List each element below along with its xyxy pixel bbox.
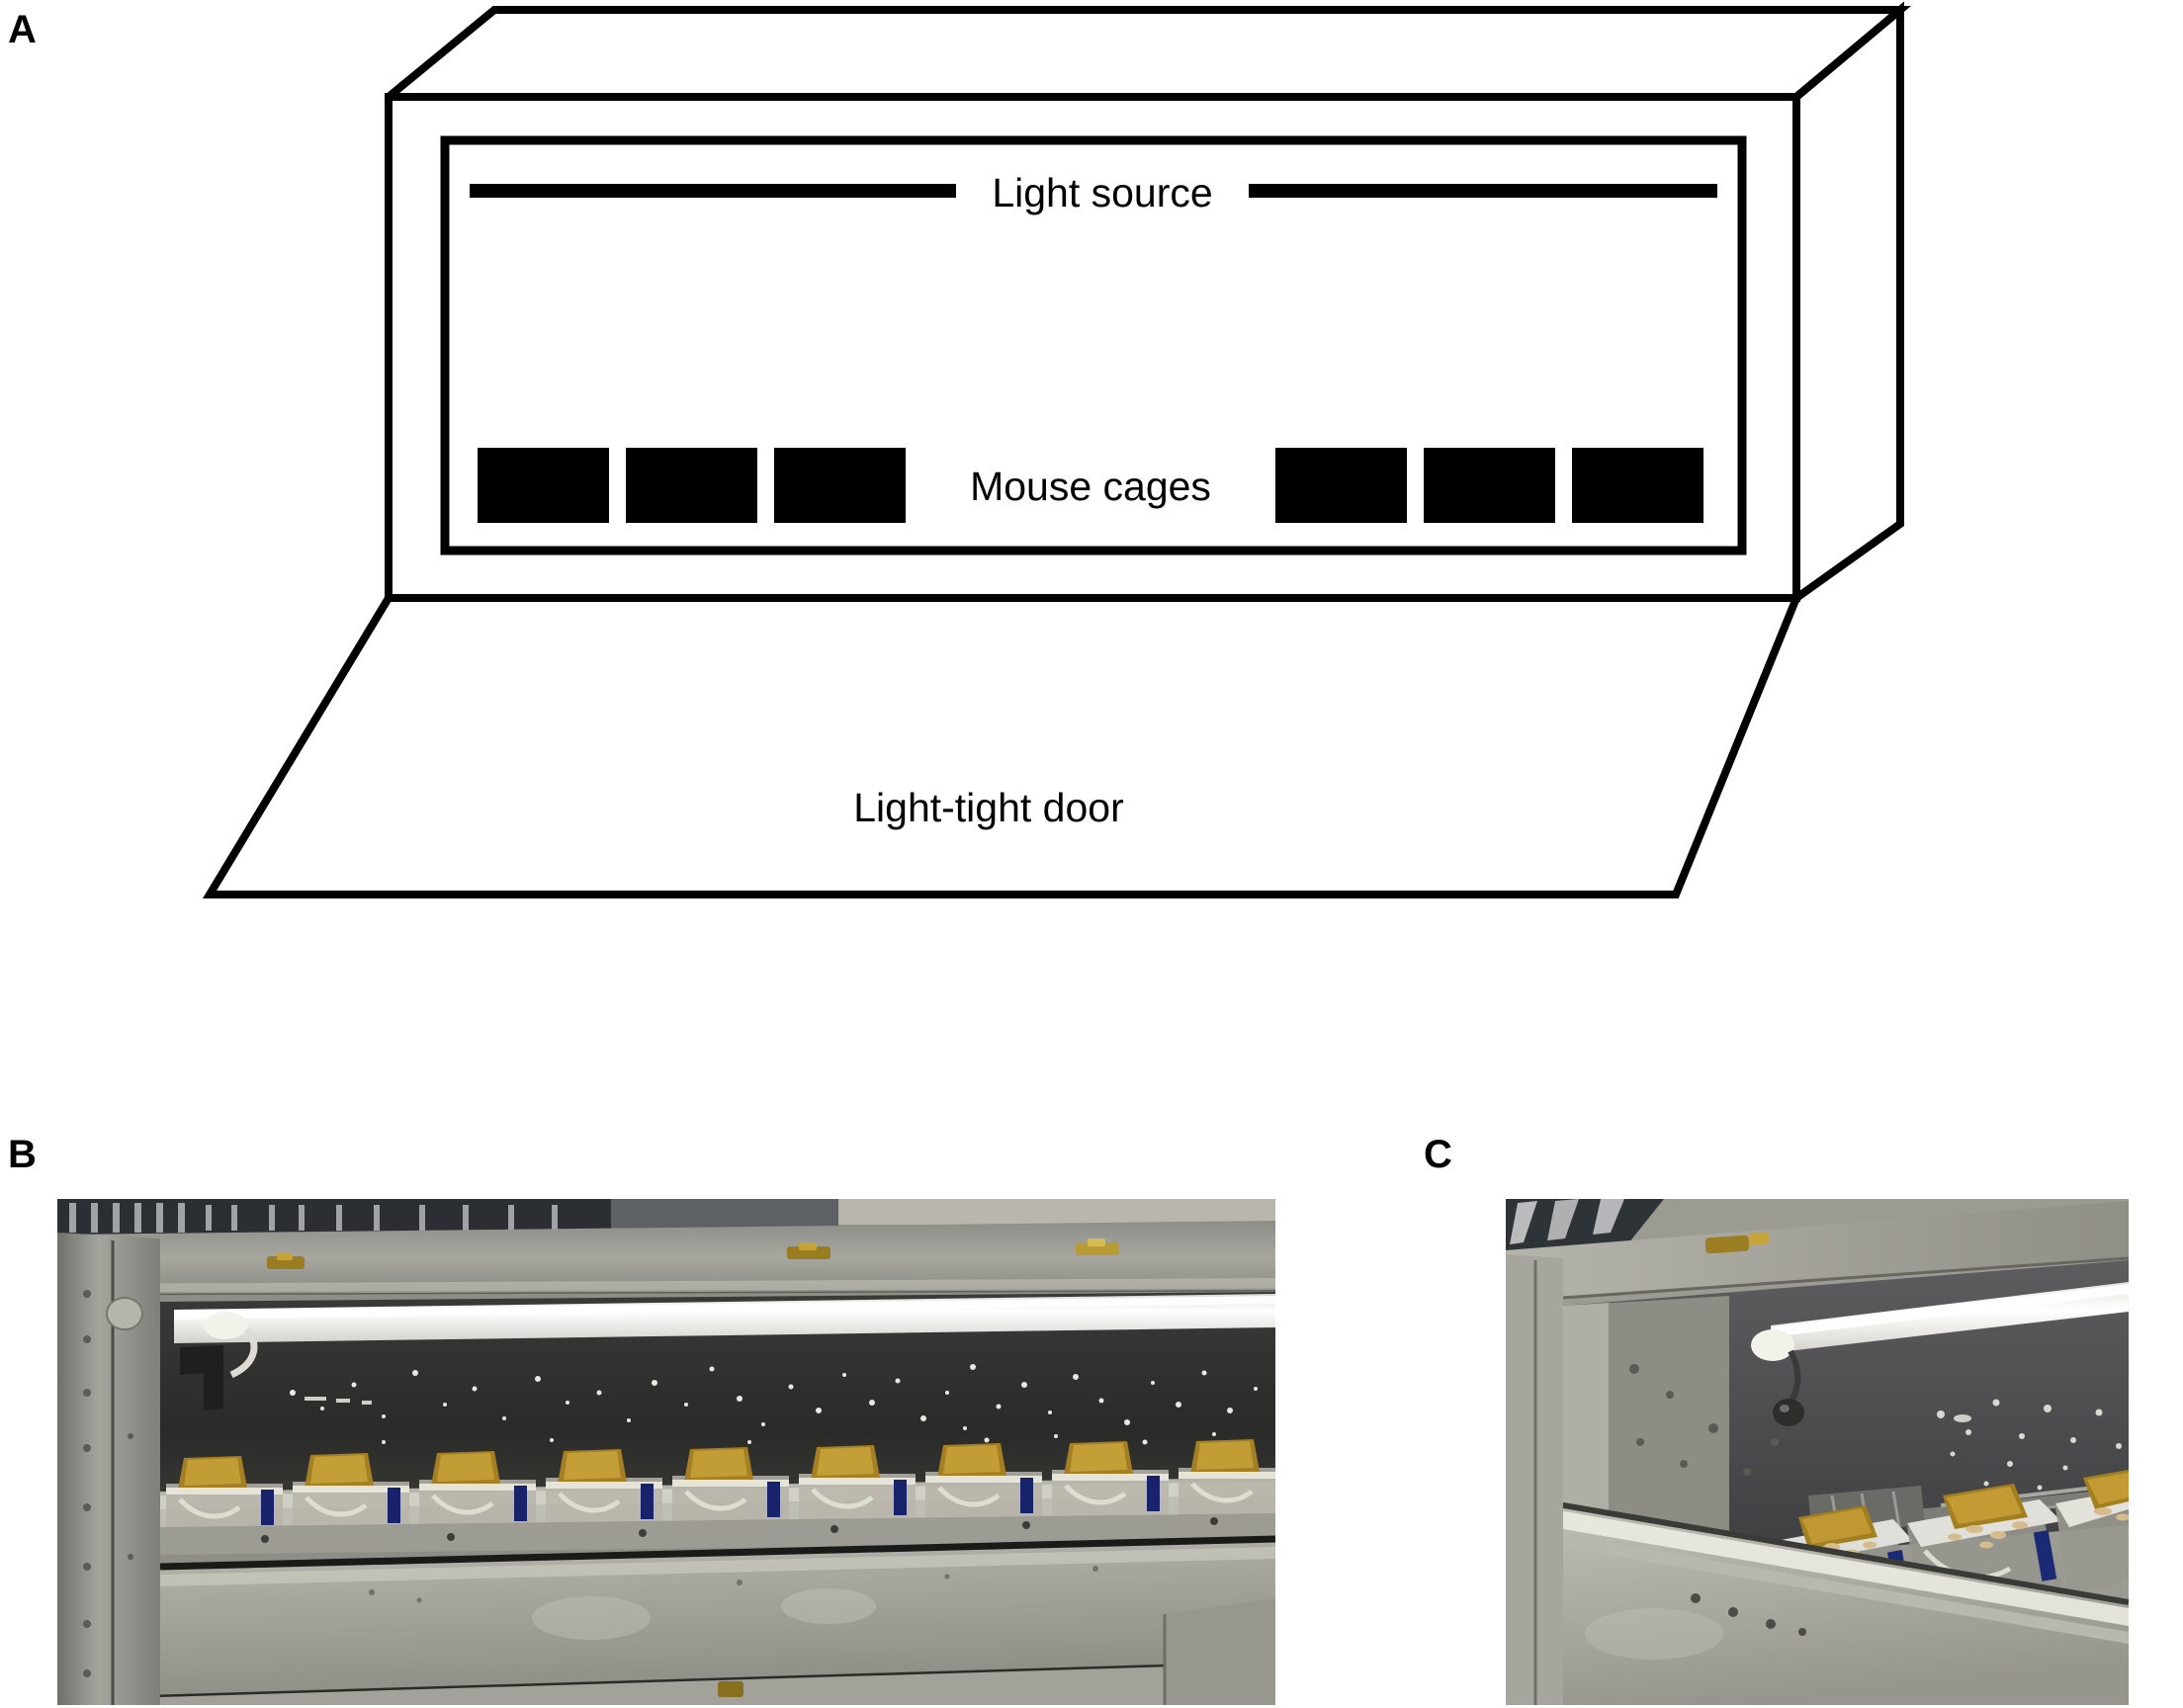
- wall-screw-holes: [1629, 1364, 1779, 1476]
- light-tight-door-outline: [202, 594, 1802, 898]
- latch-icon: [267, 1252, 305, 1269]
- cage-unit: [799, 1445, 916, 1525]
- panel-b-photograph: [57, 1199, 1275, 1705]
- panel-letter-b: B: [8, 1133, 37, 1176]
- light-tight-door-label: Light-tight door: [853, 785, 1124, 830]
- cage-rect: [1424, 448, 1555, 523]
- wall-speckles: [1937, 1399, 2122, 1491]
- door-screws: [1691, 1593, 1806, 1636]
- cage-group-right: [1275, 448, 1703, 523]
- cage-group-left: [478, 448, 906, 523]
- door-edge-dark: [1506, 1493, 2129, 1605]
- wall-marks: [305, 1397, 372, 1405]
- panel-a-schematic: Light source Mouse cages Light-tight doo…: [202, 1, 1911, 898]
- wall-speckles: [290, 1364, 1258, 1445]
- lamp-socket-and-cable: [1751, 1329, 1804, 1426]
- cabinet-top-rail: [1506, 1201, 2129, 1302]
- cage-unit: [925, 1443, 1042, 1523]
- door-glare: [532, 1596, 651, 1640]
- cage-unit: [546, 1449, 662, 1529]
- cage-unit: [419, 1451, 536, 1531]
- door-edge-band: [1506, 1525, 2129, 1644]
- door-glare: [1585, 1608, 1723, 1660]
- cabinet-top-rail: [57, 1221, 1275, 1294]
- rail-screws: [261, 1517, 1218, 1543]
- cage-unit: [2055, 1470, 2129, 1598]
- cage-rect: [1275, 448, 1407, 523]
- door-glare: [781, 1588, 876, 1624]
- background-shelving: [57, 1199, 1275, 1237]
- bedding: [1948, 1521, 2028, 1549]
- panel-c-photograph: [1506, 1199, 2129, 1705]
- door-marks: [369, 1566, 1098, 1603]
- lamp-highlight: [1771, 1284, 2129, 1337]
- lamp-socket-and-cable: [191, 1312, 258, 1383]
- cage-rect: [1572, 448, 1703, 523]
- post-grommet: [106, 1297, 143, 1330]
- top-rail-highlight: [57, 1278, 1275, 1294]
- bedding: [2094, 1507, 2129, 1521]
- cage-rect: [478, 448, 609, 523]
- light-source-label: Light source: [992, 170, 1212, 215]
- latch-icon: [1076, 1238, 1119, 1255]
- cage-unit: [1179, 1439, 1275, 1519]
- cabinet-left-post: [57, 1233, 160, 1705]
- cabinet-inner-frame: [440, 135, 1747, 555]
- cage-rect: [774, 448, 906, 523]
- mouse-cages-label: Mouse cages: [970, 464, 1211, 509]
- door-edge-highlight: [1506, 1501, 2129, 1626]
- panel-letter-a: A: [8, 8, 37, 51]
- top-rail-edge: [1506, 1256, 2129, 1304]
- cage-unit: [672, 1447, 789, 1527]
- panel-letter-c: C: [1424, 1133, 1452, 1176]
- cage-rect: [626, 448, 757, 523]
- latch-icon: [787, 1242, 830, 1259]
- door-highlight: [160, 1547, 1275, 1586]
- lamp-highlight: [174, 1296, 1275, 1320]
- cage-row: [160, 1439, 1275, 1541]
- cabinet-right-section: [1165, 1598, 1275, 1705]
- door-top-edge: [159, 1535, 1275, 1571]
- light-tight-door: [1506, 1495, 2129, 1705]
- latch-icon: [718, 1681, 743, 1697]
- latch-icon: [1704, 1232, 1770, 1254]
- cage-unit: [1052, 1441, 1169, 1521]
- interior-bracket: [180, 1345, 223, 1410]
